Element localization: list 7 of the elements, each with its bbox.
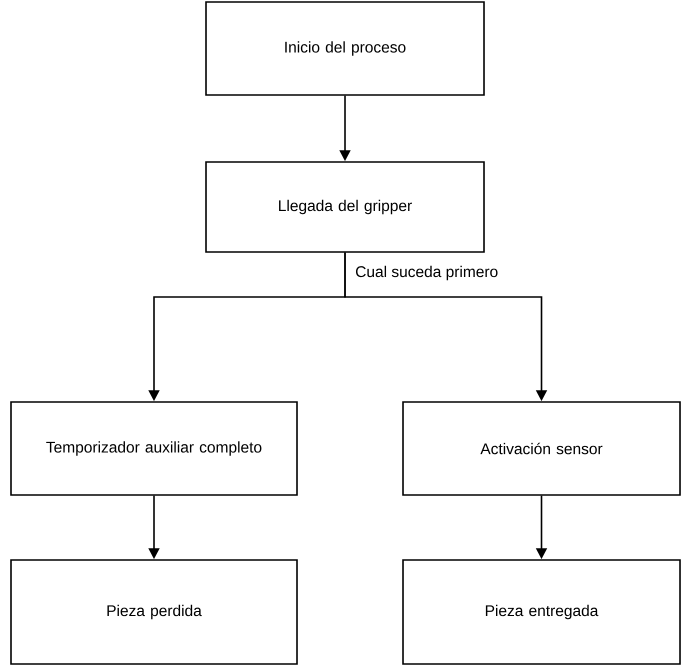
process-box: Inicio del proceso (205, 1, 485, 96)
process-box: Pieza perdida (10, 559, 298, 665)
edge-label: Cual suceda primero (353, 264, 500, 282)
process-box: Pieza entregada (402, 559, 681, 665)
process-box: Llegada del gripper (205, 161, 485, 253)
process-box: Activación sensor (402, 401, 681, 496)
process-box: Temporizador auxiliar completo (10, 401, 298, 496)
